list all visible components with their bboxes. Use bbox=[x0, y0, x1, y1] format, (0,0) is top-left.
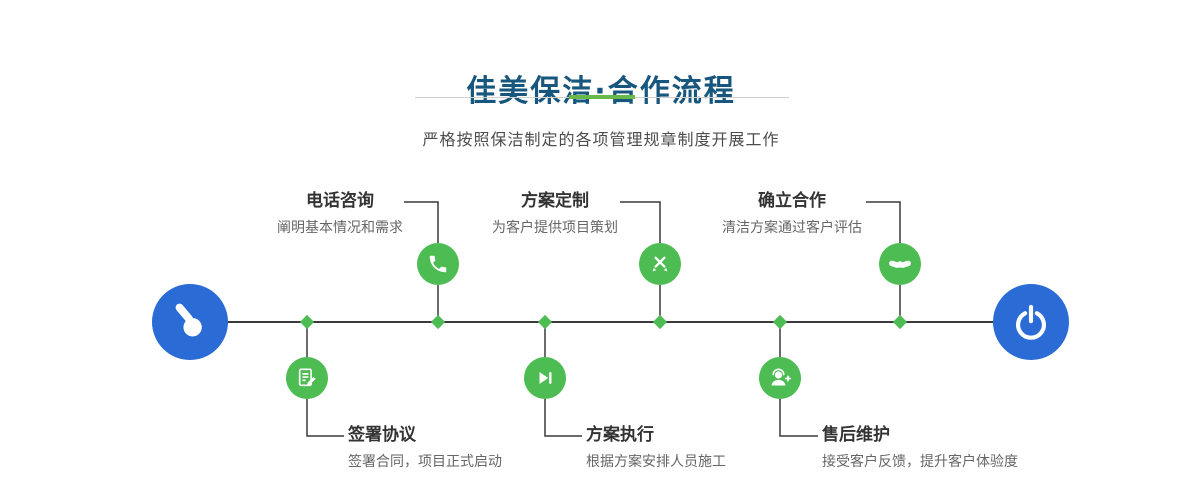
connector bbox=[404, 201, 439, 243]
step-label-design: 方案定制 为客户提供项目策划 bbox=[455, 190, 655, 237]
step-node-handshake bbox=[879, 243, 921, 285]
diamond-marker bbox=[772, 314, 788, 330]
customer-service-icon bbox=[768, 366, 792, 390]
page-title: 佳美保洁·合作流程 bbox=[466, 74, 736, 110]
play-icon bbox=[534, 367, 556, 389]
divider-accent bbox=[569, 95, 635, 99]
step-node-phone bbox=[417, 243, 459, 285]
handshake-icon bbox=[888, 252, 912, 276]
design-tools-icon bbox=[649, 253, 671, 275]
diamond-marker bbox=[537, 314, 553, 330]
step-title: 方案定制 bbox=[521, 191, 589, 211]
step-desc: 根据方案安排人员施工 bbox=[586, 454, 726, 470]
step-node-design bbox=[639, 243, 681, 285]
step-desc: 阐明基本情况和需求 bbox=[277, 220, 403, 236]
step-desc: 为客户提供项目策划 bbox=[492, 220, 618, 236]
step-label-aftersales: 售后维护 接受客户反馈，提升客户体验度 bbox=[822, 424, 1018, 471]
step-node-contract bbox=[286, 357, 328, 399]
title-divider bbox=[415, 95, 789, 99]
flow-end-node bbox=[993, 284, 1069, 360]
label-elbows bbox=[306, 201, 901, 437]
connector bbox=[306, 399, 344, 437]
step-node-execute bbox=[524, 357, 566, 399]
diamond-marker bbox=[652, 314, 668, 330]
node-diamonds bbox=[299, 314, 908, 330]
step-desc: 接受客户反馈，提升客户体验度 bbox=[822, 454, 1018, 470]
step-title: 方案执行 bbox=[586, 425, 654, 445]
step-desc: 清洁方案通过客户评估 bbox=[722, 220, 862, 236]
pointer-hand-icon bbox=[169, 301, 211, 343]
step-title: 签署协议 bbox=[348, 425, 416, 445]
connector bbox=[866, 201, 901, 243]
step-desc: 签署合同，项目正式启动 bbox=[348, 454, 502, 470]
step-title: 电话咨询 bbox=[306, 191, 374, 211]
diamond-marker bbox=[430, 314, 446, 330]
step-label-phone: 电话咨询 阐明基本情况和需求 bbox=[240, 190, 440, 237]
power-icon bbox=[1011, 302, 1051, 342]
step-title: 确立合作 bbox=[758, 191, 826, 211]
step-label-execute: 方案执行 根据方案安排人员施工 bbox=[586, 424, 726, 471]
connector bbox=[779, 399, 818, 437]
contract-icon bbox=[296, 367, 318, 389]
step-label-contract: 签署协议 签署合同，项目正式启动 bbox=[348, 424, 502, 471]
diamond-marker bbox=[299, 314, 315, 330]
step-title: 售后维护 bbox=[822, 425, 890, 445]
flow-start-node bbox=[152, 284, 228, 360]
step-label-handshake: 确立合作 清洁方案通过客户评估 bbox=[692, 190, 892, 237]
step-node-aftersales bbox=[759, 357, 801, 399]
connector bbox=[544, 399, 582, 437]
page-subtitle: 严格按照保洁制定的各项管理规章制度开展工作 bbox=[422, 130, 780, 149]
connector bbox=[620, 201, 661, 243]
phone-icon bbox=[427, 253, 449, 275]
diamond-marker bbox=[892, 314, 908, 330]
